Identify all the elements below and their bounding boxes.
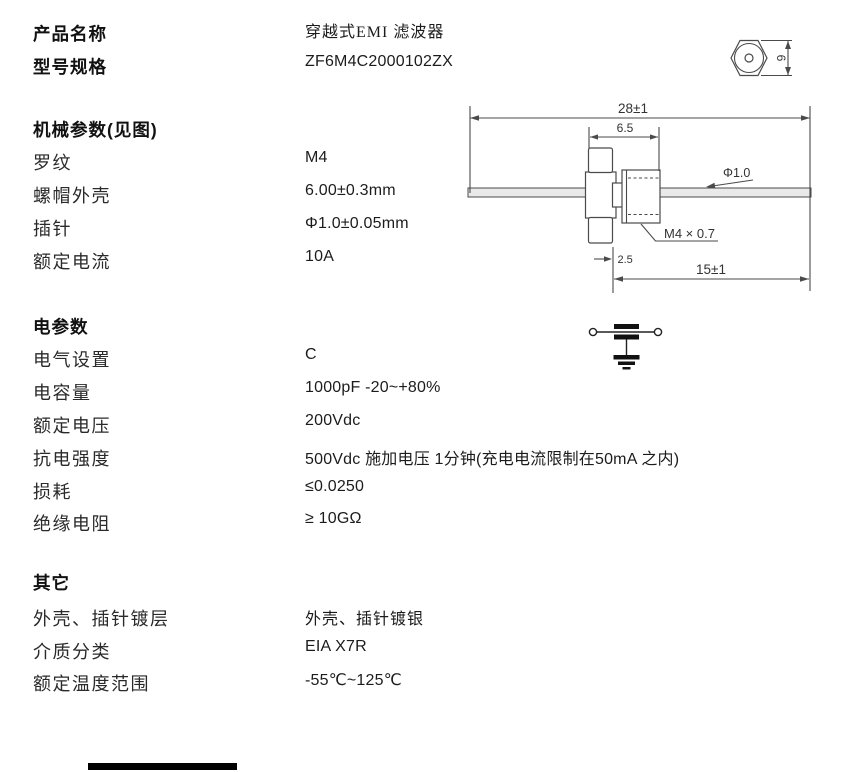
spec-label: 电气设置 (33, 350, 111, 370)
spec-label: 额定温度范围 (33, 674, 150, 694)
spec-row-loss: 损耗 ≤0.0250 (33, 478, 855, 504)
spec-row-temperature-range: 额定温度范围 -55℃~125℃ (33, 670, 855, 696)
spec-value: EIA X7R (305, 638, 367, 655)
spec-row-insulation-resistance: 绝缘电阻 ≥ 10GΩ (33, 510, 855, 536)
model-spec-row: 型号规格 ZF6M4C2000102ZX (33, 53, 855, 80)
spec-value: Φ1.0±0.05mm (305, 215, 409, 232)
spec-row-nut-shell: 螺帽外壳 6.00±0.3mm (33, 182, 855, 208)
spec-label: 电容量 (33, 383, 92, 403)
spec-value: M4 (305, 149, 328, 166)
spec-label: 罗纹 (33, 153, 72, 173)
spec-row-capacitance: 电容量 1000pF -20~+80% (33, 379, 855, 405)
spec-label: 额定电流 (33, 252, 111, 272)
spec-label: 螺帽外壳 (33, 186, 111, 206)
model-spec-label: 型号规格 (33, 57, 107, 77)
spec-value: 外壳、插针镀银 (305, 611, 425, 628)
spec-label: 额定电压 (33, 416, 111, 436)
product-name-label: 产品名称 (33, 24, 107, 44)
spec-row-thread: 罗纹 M4 (33, 149, 855, 175)
spec-label: 外壳、插针镀层 (33, 609, 170, 629)
spec-row-rated-current: 额定电流 10A (33, 248, 855, 274)
spec-label: 介质分类 (33, 642, 111, 662)
overall-length-dim: 28±1 (618, 101, 648, 116)
spec-label: 抗电强度 (33, 449, 111, 469)
spec-label: 损耗 (33, 482, 72, 502)
section-heading-mechanical: 机械参数(见图) (33, 120, 158, 140)
spec-value: ≤0.0250 (305, 478, 365, 495)
section-heading-other: 其它 (33, 573, 70, 593)
spec-value: 10A (305, 248, 335, 265)
spec-value: 500Vdc 施加电压 1分钟(充电电流限制在50mA 之内) (305, 451, 680, 468)
spec-value: 6.00±0.3mm (305, 182, 396, 199)
footer-dark-bar (88, 763, 237, 770)
spec-row-electrical-setting: 电气设置 C (33, 346, 855, 372)
spec-row-pin: 插针 Φ1.0±0.05mm (33, 215, 855, 241)
spec-value: C (305, 346, 317, 363)
spec-value: -55℃~125℃ (305, 672, 402, 689)
spec-row-plating: 外壳、插针镀层 外壳、插针镀银 (33, 605, 855, 631)
section-heading-electrical: 电参数 (33, 317, 89, 337)
spec-row-dielectric-class: 介质分类 EIA X7R (33, 638, 855, 664)
model-spec-value: ZF6M4C2000102ZX (305, 53, 453, 70)
spec-value: ≥ 10GΩ (305, 510, 362, 527)
spec-label: 插针 (33, 219, 72, 239)
spec-row-dielectric-strength: 抗电强度 500Vdc 施加电压 1分钟(充电电流限制在50mA 之内) (33, 445, 855, 471)
spec-label: 绝缘电阻 (33, 514, 111, 534)
spec-value: 1000pF -20~+80% (305, 379, 441, 396)
spec-row-rated-voltage: 额定电压 200Vdc (33, 412, 855, 438)
body-width-dim: 6.5 (617, 121, 634, 135)
product-name-row: 产品名称 穿越式EMI 滤波器 (33, 21, 855, 47)
product-name-value: 穿越式EMI 滤波器 (305, 24, 445, 41)
spec-value: 200Vdc (305, 412, 361, 429)
